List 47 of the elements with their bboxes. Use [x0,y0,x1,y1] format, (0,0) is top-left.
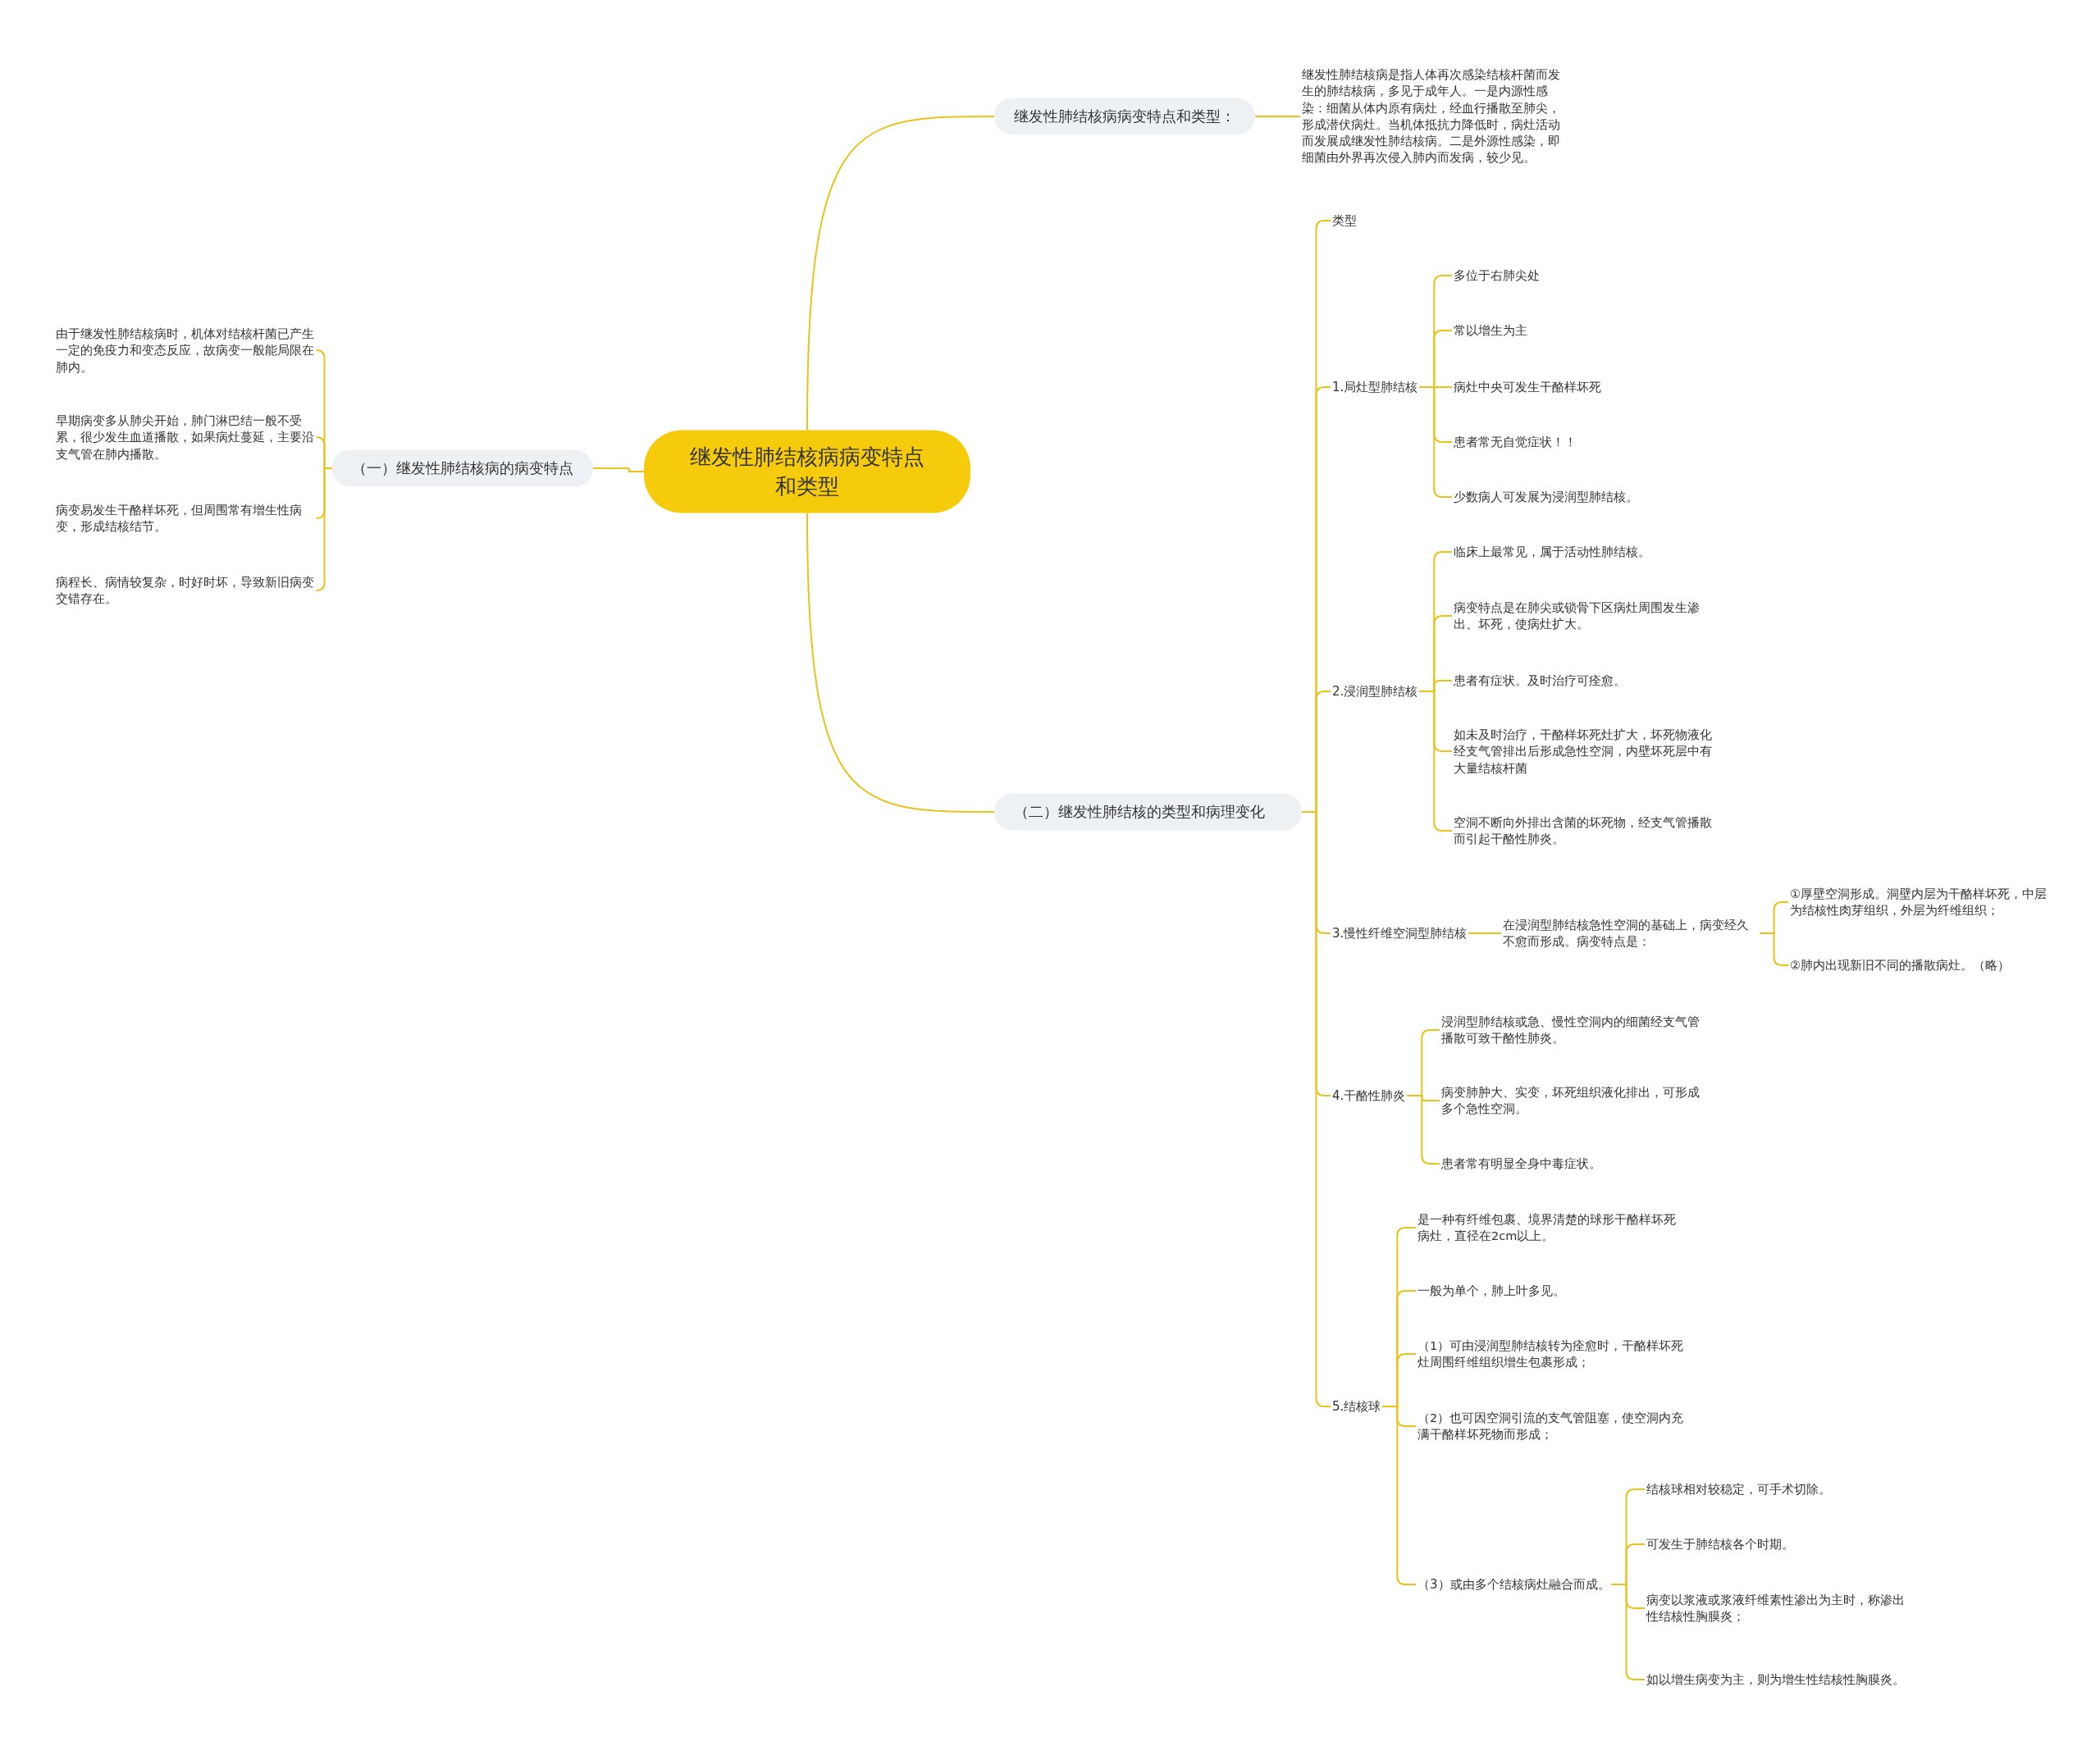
note-text: 在浸润型肺结核急性空洞的基础上，病变经久不愈而形成。病变特点是： [1501,914,1760,952]
note-text: 病灶中央可发生干酪样坏死 [1452,376,1723,398]
note-text: ①厚壁空洞形成。洞壁内层为干酪样坏死，中层为结核性肉芽组织，外层为纤维组织； [1788,883,2059,921]
note-text: 早期病变多从肺尖开始，肺门淋巴结一般不受累，很少发生血道播散，如果病灶蔓延，主要沿支气管在肺内播散。 [54,410,317,464]
note-text: （2）也可因空洞引流的支气管阻塞，使空洞内充满干酪样坏死物而形成； [1416,1407,1687,1445]
central-topic: 继发性肺结核病病变特点和类型 [644,430,970,513]
note-text: 病变以浆液或浆液纤维素性渗出为主时，称渗出性结核性胸膜炎； [1645,1589,1915,1627]
note-text: 常以增生为主 [1452,320,1723,341]
note-text: 由于继发性肺结核病时，机体对结核杆菌已产生一定的免疫力和变态反应，故病变一般能局限在肺内。 [54,323,317,377]
note-text: ②肺内出现新旧不同的播散病灶。（略） [1788,955,2059,976]
connector-line [592,467,645,472]
note-text: 是一种有纤维包裹、境界清楚的球形干酪样坏死病灶，直径在2cm以上。 [1416,1209,1687,1247]
branch-label: 5.结核球 [1331,1396,1383,1417]
branch-label: 2.浸润型肺结核 [1331,681,1420,702]
note-text: 结核球相对较稳定，可手术切除。 [1645,1479,1915,1500]
note-text: 继发性肺结核病是指人体再次感染结核杆菌而发生的肺结核病，多见于成年人。一是内源性感染：细菌从体内原有病灶，经血行播散至肺尖，形成潜伏病灶。当机体抵抗力降低时，病灶活动而发展成继发性肺结核病。二是外源性感染，即细菌由外界再次侵入肺内而发病，较少见。 [1300,65,1563,168]
branch-label: 类型 [1331,210,1358,231]
note-text: （1）可由浸润型肺结核转为痊愈时，干酪样坏死灶周围纤维组织增生包裹形成； [1416,1335,1687,1373]
topic-bubble: 继发性肺结核病病变特点和类型： [994,98,1255,135]
note-text: 病变特点是在肺尖或锁骨下区病灶周围发生渗出、坏死，使病灶扩大。 [1452,597,1723,635]
topic-bubble: （二）继发性肺结核的类型和病理变化 [994,793,1302,831]
note-text: 临床上最常见，属于活动性肺结核。 [1452,541,1723,563]
note-text: 浸润型肺结核或急、慢性空洞内的细菌经支气管播散可致干酪性肺炎。 [1440,1011,1710,1049]
topic-bubble: （一）继发性肺结核病的病变特点 [332,449,593,487]
note-text: 可发生于肺结核各个时期。 [1645,1534,1915,1555]
connector-line [315,467,333,591]
note-text: 空洞不断向外排出含菌的坏死物，经支气管播散而引起干酪性肺炎。 [1452,812,1723,850]
branch-label: 4.干酪性肺炎 [1331,1085,1408,1106]
connector-line [806,116,995,431]
note-text: 一般为单个，肺上叶多见。 [1416,1280,1687,1301]
note-text: 多位于右肺尖处 [1452,265,1723,286]
branch-label: （3）或由多个结核病灶融合而成。 [1416,1574,1612,1595]
note-text: 病变易发生干酪样坏死，但周围常有增生性病变，形成结核结节。 [54,499,317,537]
branch-label: 1.局灶型肺结核 [1331,376,1420,398]
note-text: 如未及时治疗，干酪样坏死灶扩大，坏死物液化经支气管排出后形成急性空洞，内壁坏死层中有大量结核杆菌 [1452,724,1723,778]
note-text: 病程长、病情较复杂，时好时坏，导致新旧病变交错存在。 [54,572,317,609]
connector-line [1468,932,1502,934]
note-text: 如以增生病变为主，则为增生性结核性胸膜炎。 [1645,1669,1915,1690]
connector-line [806,512,995,813]
connector-line [1759,932,1789,966]
note-text: 少数病人可发展为浸润型肺结核。 [1452,486,1723,508]
branch-label: 3.慢性纤维空洞型肺结核 [1331,923,1469,944]
note-text: 病变肺肿大、实变，坏死组织液化排出，可形成多个急性空洞。 [1440,1082,1710,1119]
note-text: 患者常无自觉症状！！ [1452,431,1723,453]
connector-line [1254,116,1301,117]
note-text: 患者有症状。及时治疗可痊愈。 [1452,670,1723,691]
note-text: 患者常有明显全身中毒症状。 [1440,1153,1710,1174]
